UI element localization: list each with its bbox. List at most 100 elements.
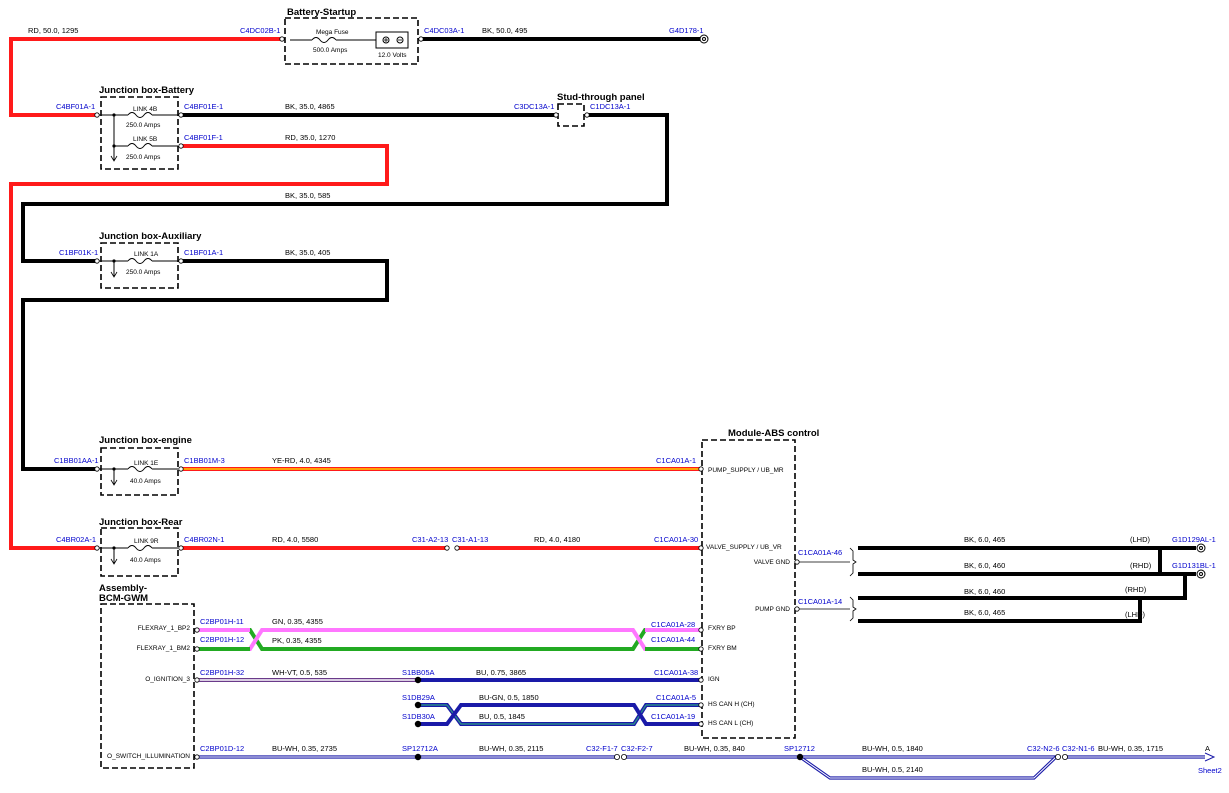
connector-c4bf01f[interactable]: C4BF01F-1	[184, 133, 223, 142]
connector-c1ca01a-38[interactable]: C1CA01A-38	[654, 668, 698, 677]
link-5b-rating: 250.0 Amps	[126, 154, 161, 161]
connector-c1ca01a-44[interactable]: C1CA01A-44	[651, 635, 695, 644]
junction-box-battery[interactable]: Junction box-Battery LINK 4B 250.0 Amps …	[97, 85, 195, 170]
wire-bu-05[interactable]	[418, 703, 701, 726]
connector-g4d178[interactable]: G4D178-1	[669, 26, 704, 35]
splice-sp12712	[796, 753, 804, 761]
fuse-link-icon	[127, 112, 153, 118]
junction-box-auxiliary[interactable]: Junction box-Auxiliary LINK 1A 250.0 Amp…	[97, 231, 202, 289]
battery-startup-box[interactable]: Battery-Startup Mega Fuse 500.0 Amps 12.…	[284, 7, 419, 65]
link-1a-rating: 250.0 Amps	[126, 269, 161, 276]
connector-c4bf01a[interactable]: C4BF01A-1	[56, 102, 95, 111]
splice-s1db30a	[414, 720, 422, 728]
connector-sp12712[interactable]: SP12712	[784, 744, 815, 753]
pin-hs-can-l: HS CAN L (CH)	[708, 720, 753, 727]
wire-label: BU-WH, 0.5, 1840	[862, 744, 923, 753]
splice-s1bb05a	[414, 676, 422, 684]
connector-c4br02n[interactable]: C4BR02N-1	[184, 535, 224, 544]
connector-c1bb01m[interactable]: C1BB01M-3	[184, 456, 225, 465]
fuse-link-icon	[127, 143, 153, 149]
connector-c1bb01aa[interactable]: C1BB01AA-1	[54, 456, 99, 465]
battery-voltage: 12.0 Volts	[378, 52, 407, 59]
connector-c4dc03a[interactable]: C4DC03A-1	[424, 26, 464, 35]
connector-c1bf01a[interactable]: C1BF01A-1	[184, 248, 223, 257]
connector-c32-n2[interactable]: C32-N2-6	[1027, 744, 1060, 753]
wire-label: (RHD)	[1130, 561, 1152, 570]
link-1e-rating: 40.0 Amps	[130, 478, 161, 485]
connector-c1ca01a-1[interactable]: C1CA01A-1	[656, 456, 696, 465]
wire-rd-50[interactable]	[9, 37, 282, 117]
connector-c3dc13a[interactable]: C3DC13A-1	[514, 102, 554, 111]
wire-bk-35-405[interactable]	[21, 259, 389, 471]
connector-c2bp01h-12[interactable]: C2BP01H-12	[200, 635, 244, 644]
connector-c2bp01h-11[interactable]: C2BP01H-11	[200, 617, 244, 626]
ground-wires[interactable]	[797, 546, 1196, 623]
connector-c4dc02b[interactable]: C4DC02B-1	[240, 26, 280, 35]
connector-s1db29a[interactable]: S1DB29A	[402, 693, 435, 702]
wire-label: RD, 50.0, 1295	[28, 26, 78, 35]
pin-ign: IGN	[708, 676, 720, 683]
mega-fuse-rating: 500.0 Amps	[313, 47, 348, 54]
connector-c31-a2[interactable]: C31-A2-13	[412, 535, 448, 544]
wire-label: BK, 50.0, 495	[482, 26, 527, 35]
link-5b-label: LINK 5B	[133, 136, 157, 143]
wire-label: (LHD)	[1130, 535, 1151, 544]
pin-fxry-bm: FXRY BM	[708, 645, 737, 652]
link-4b-label: LINK 4B	[133, 106, 157, 113]
connector-sp12712a[interactable]: SP12712A	[402, 744, 438, 753]
wire-bu-wh[interactable]	[199, 752, 1216, 780]
connector-g1d129al[interactable]: G1D129AL-1	[1172, 535, 1216, 544]
pin-switch-illumination: O_SWITCH_ILLUMINATION	[107, 753, 190, 760]
wire-label: BU, 0.5, 1845	[479, 712, 525, 721]
fuse-link-icon	[127, 466, 153, 472]
connector-c32-f1[interactable]: C32-F1-7	[586, 744, 618, 753]
connector-c4br02a[interactable]: C4BR02A-1	[56, 535, 96, 544]
sheet-ref-arrow-icon	[1204, 752, 1216, 762]
fuse-link-icon	[127, 545, 153, 551]
connector-c2bp01h-32[interactable]: C2BP01H-32	[200, 668, 244, 677]
connector-c1dc13a[interactable]: C1DC13A-1	[590, 102, 630, 111]
bcm-title-line2: BCM-GWM	[99, 593, 148, 604]
sheet-link[interactable]: Sheet2	[1198, 766, 1222, 775]
connector-s1db30a[interactable]: S1DB30A	[402, 712, 435, 721]
link-9r-label: LINK 9R	[134, 538, 159, 545]
bcm-gwm-assembly[interactable]: Assembly- BCM-GWM FLEXRAY_1_BP2 FLEXRAY_…	[99, 583, 195, 769]
mega-fuse-label: Mega Fuse	[316, 29, 349, 36]
connector-c1ca01a-28[interactable]: C1CA01A-28	[651, 620, 695, 629]
wire-label: WH-VT, 0.5, 535	[272, 668, 327, 677]
connector-c1ca01a-14[interactable]: C1CA01A-14	[798, 597, 842, 606]
connector-c1ca01a-19[interactable]: C1CA01A-19	[651, 712, 695, 721]
abs-control-module[interactable]: Module-ABS control PUMP_SUPPLY / UB_MR V…	[701, 428, 819, 739]
connector-c32-n1[interactable]: C32-N1-6	[1062, 744, 1095, 753]
link-9r-rating: 40.0 Amps	[130, 557, 161, 564]
pin-flexray-bp2: FLEXRAY_1_BP2	[138, 625, 191, 632]
connector-c32-f2[interactable]: C32-F2-7	[621, 744, 653, 753]
connector-c31-a1[interactable]: C31-A1-13	[452, 535, 488, 544]
pin-valve-supply: VALVE_SUPPLY / UB_VR	[706, 544, 782, 551]
connector-c1ca01a-5[interactable]: C1CA01A-5	[656, 693, 696, 702]
pin-pump-supply: PUMP_SUPPLY / UB_MR	[708, 467, 784, 474]
connector-c1ca01a-46[interactable]: C1CA01A-46	[798, 548, 842, 557]
connector-g1d131bl[interactable]: G1D131BL-1	[1172, 561, 1216, 570]
wire-label: BU-WH, 0.5, 2140	[862, 765, 923, 774]
wire-label: BU-GN, 0.5, 1850	[479, 693, 539, 702]
wire-label: BK, 6.0, 465	[964, 535, 1005, 544]
connector-c4bf01e[interactable]: C4BF01E-1	[184, 102, 223, 111]
wire-label: BK, 6.0, 460	[964, 587, 1005, 596]
connector-c2bp01d-12[interactable]: C2BP01D-12	[200, 744, 244, 753]
connector-c1bf01k[interactable]: C1BF01K-1	[59, 248, 98, 257]
wire-bk-35-585[interactable]	[21, 113, 669, 263]
wire-label: BU, 0.75, 3865	[476, 668, 526, 677]
stud-panel-title: Stud-through panel	[557, 92, 645, 103]
connector-s1bb05a[interactable]: S1BB05A	[402, 668, 435, 677]
wire-rd-35-1270[interactable]	[9, 144, 389, 550]
link-1e-label: LINK 1E	[134, 460, 159, 467]
pin-hs-can-h: HS CAN H (CH)	[708, 701, 755, 708]
wire-label: (LHD)	[1125, 610, 1146, 619]
junction-box-rear[interactable]: Junction box-Rear LINK 9R 40.0 Amps	[97, 517, 183, 577]
connector-c1ca01a-30[interactable]: C1CA01A-30	[654, 535, 698, 544]
sheet-ref-letter: A	[1205, 744, 1210, 753]
junction-box-engine[interactable]: Junction box-engine LINK 1E 40.0 Amps	[97, 435, 192, 496]
